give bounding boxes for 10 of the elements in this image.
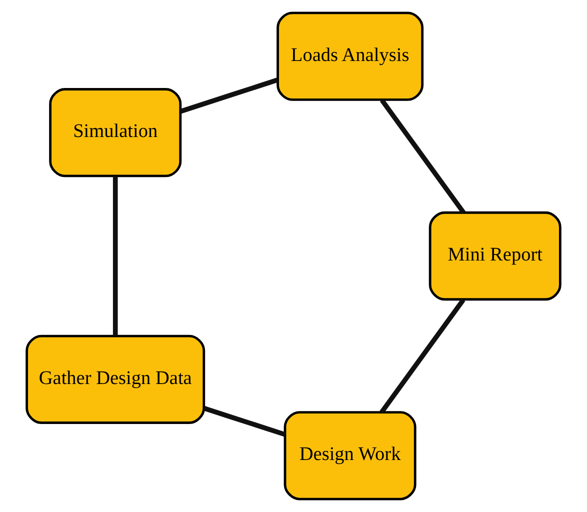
connector <box>380 298 466 414</box>
node-box: Mini Report <box>428 211 562 301</box>
connector <box>112 176 118 336</box>
connector <box>180 78 278 114</box>
connector <box>204 406 286 437</box>
node-box: Simulation <box>49 88 182 178</box>
connector <box>380 98 466 214</box>
node-box: Design Work <box>284 411 416 500</box>
node-box: Loads Analysis <box>276 12 424 101</box>
node-box: Gather Design Data <box>26 334 206 424</box>
